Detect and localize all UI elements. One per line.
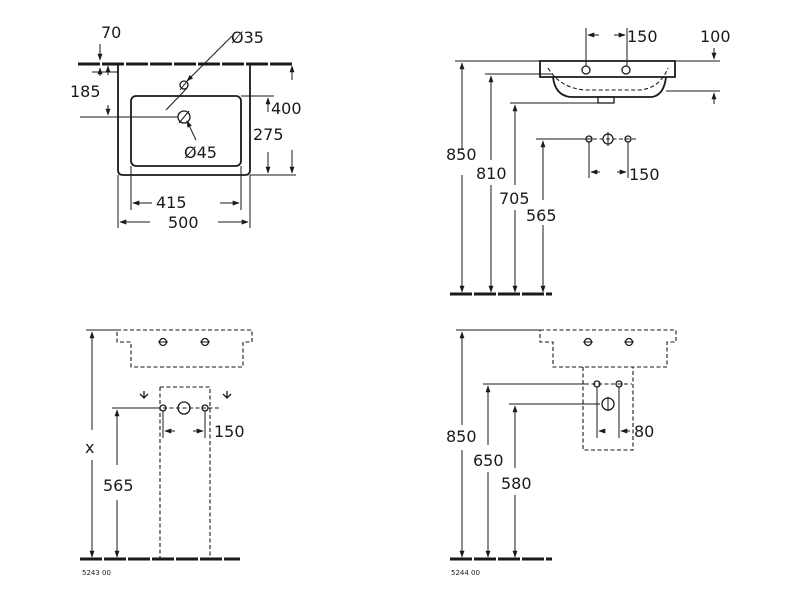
dim-100: 100 <box>700 27 731 46</box>
dim-705: 705 <box>499 189 530 208</box>
waste-hole-45 <box>177 110 191 124</box>
dim-d45: Ø45 <box>184 143 217 162</box>
dim-810: 810 <box>476 164 507 183</box>
bottom-right-view: 850 80 650 580 5244 00 <box>446 329 677 577</box>
dim-565: 565 <box>526 206 557 225</box>
dim-80: 80 <box>634 422 654 441</box>
dim-850: 850 <box>446 145 477 164</box>
dim-400: 400 <box>271 99 302 118</box>
dim-850-br: 850 <box>446 427 477 446</box>
dim-565-bl: 565 <box>103 476 134 495</box>
top-view: 70 Ø35 185 400 275 Ø45 415 500 <box>70 23 302 232</box>
dim-150-top: 150 <box>627 27 658 46</box>
bottom-left-view: x 150 565 5243 00 <box>80 329 253 577</box>
dim-580: 580 <box>501 474 532 493</box>
dim-150-mid: 150 <box>629 165 660 184</box>
dim-500: 500 <box>168 213 199 232</box>
dim-415: 415 <box>156 193 187 212</box>
dim-70: 70 <box>101 23 121 42</box>
dim-x: x <box>85 438 94 457</box>
tap-hole-35 <box>179 79 189 91</box>
water-connection-points <box>580 132 638 146</box>
dim-d35: Ø35 <box>231 28 264 47</box>
dim-275: 275 <box>253 125 284 144</box>
side-view: 150 100 850 810 705 565 150 <box>446 27 731 296</box>
drawing-code-left: 5243 00 <box>82 569 111 577</box>
drawing-code-right: 5244 00 <box>451 569 480 577</box>
dim-150-bl: 150 <box>214 422 245 441</box>
dim-650: 650 <box>473 451 504 470</box>
dim-185: 185 <box>70 82 101 101</box>
